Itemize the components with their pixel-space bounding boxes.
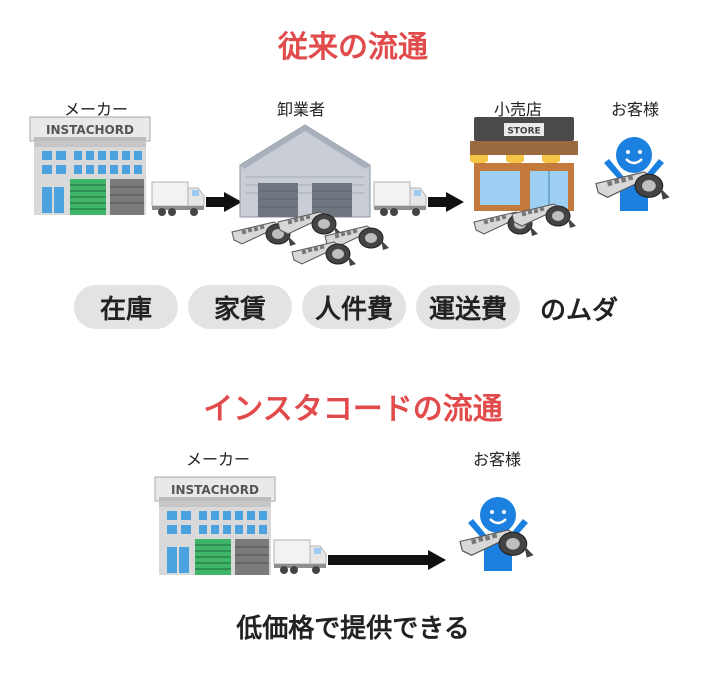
waste-pill-rent: 家賃 (188, 285, 292, 329)
maker-label: メーカー (63, 100, 128, 119)
waste-suffix: のムダ (540, 296, 619, 326)
svg-text:INSTACHORD: INSTACHORD (171, 483, 259, 497)
traditional-title: 従来の流通 (278, 30, 428, 65)
warehouse-icon (239, 124, 371, 218)
retailer-label: 小売店 (493, 100, 542, 119)
device-icon (595, 171, 671, 201)
factory-icon: INSTACHORD (29, 116, 151, 216)
device-icon (291, 241, 357, 267)
customer-label-direct: お客様 (472, 450, 521, 469)
truck-icon (273, 539, 327, 575)
wholesaler-label: 卸業者 (276, 100, 325, 119)
conclusion-text: 低価格で提供できる (236, 614, 470, 644)
device-icon (511, 203, 577, 229)
waste-pill-inventory: 在庫 (74, 285, 178, 329)
factory-icon: INSTACHORD (154, 476, 276, 576)
svg-text:STORE: STORE (507, 127, 540, 137)
waste-pill-labor: 人件費 (302, 285, 406, 329)
customer-label: お客様 (610, 100, 659, 119)
store-icon: STORE (470, 117, 578, 211)
arrow-icon (428, 192, 464, 212)
truck-icon (151, 181, 205, 217)
long-arrow-icon (328, 550, 446, 570)
arrow-icon (206, 192, 242, 212)
truck-icon (373, 181, 427, 217)
svg-text:INSTACHORD: INSTACHORD (46, 123, 134, 137)
maker-label-direct: メーカー (185, 450, 250, 469)
device-icon (459, 529, 535, 559)
instachord-title: インスタコードの流通 (203, 392, 503, 427)
waste-pill-shipping: 運送費 (416, 285, 520, 329)
